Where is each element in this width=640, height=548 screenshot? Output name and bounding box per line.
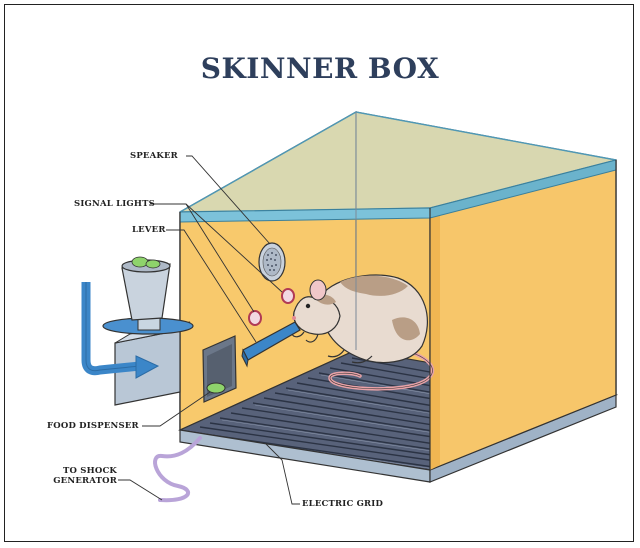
label-lever: LEVER — [132, 225, 166, 235]
label-food-dispenser: FOOD DISPENSER — [47, 421, 139, 431]
label-speaker: SPEAKER — [130, 151, 178, 161]
label-electric-grid: ELECTRIC GRID — [302, 499, 383, 509]
label-to-shock-generator-line2: GENERATOR — [45, 476, 117, 486]
shock-cable — [155, 438, 200, 500]
label-to-shock-generator-line1: TO SHOCK — [61, 466, 117, 476]
food-dispenser-unit — [86, 257, 193, 405]
speaker — [259, 243, 285, 281]
label-signal-lights: SIGNAL LIGHTS — [74, 199, 155, 209]
